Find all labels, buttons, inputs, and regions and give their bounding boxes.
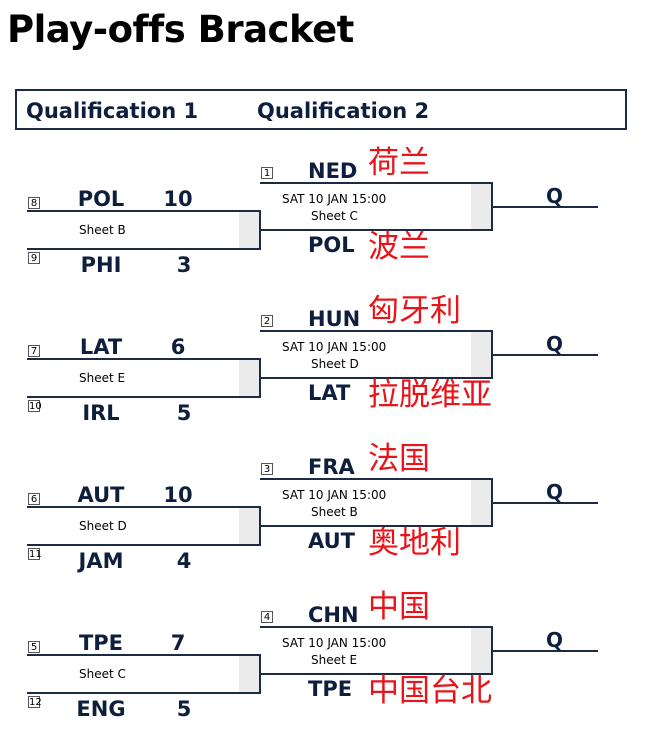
q1-top-line — [27, 210, 261, 212]
round-label-qualification-1: Qualification 1 — [26, 99, 199, 123]
team-name: NED — [308, 159, 358, 183]
sheet-label: Sheet E — [79, 371, 126, 385]
q2-connector — [491, 502, 598, 504]
q2-top-line — [260, 626, 493, 628]
team-name: TPE — [78, 631, 124, 655]
seed-badge: 1 — [261, 167, 273, 179]
q2-top-line — [260, 330, 493, 332]
qualified-label: Q — [546, 332, 564, 356]
team-name-chinese: 波兰 — [368, 229, 430, 265]
seed-badge: 12 — [28, 696, 42, 708]
round-label-qualification-2: Qualification 2 — [257, 99, 430, 123]
team-name: POL — [308, 233, 355, 257]
team-score: 10 — [163, 483, 193, 507]
q1-bottom-line — [27, 692, 261, 694]
sheet-label: Sheet C — [79, 667, 126, 681]
q1-top-line — [27, 654, 261, 656]
q1-connector — [259, 377, 283, 379]
q1-shade — [239, 656, 259, 692]
q2-shade — [471, 480, 491, 525]
qualified-label: Q — [546, 480, 564, 504]
sheet-label: Sheet E — [311, 653, 358, 667]
q2-connector — [491, 650, 598, 652]
page-title: Play-offs Bracket — [7, 8, 354, 51]
qualified-label: Q — [546, 628, 564, 652]
seed-badge: 3 — [261, 463, 273, 475]
team-score: 6 — [170, 335, 186, 359]
q1-bottom-line — [27, 248, 261, 250]
q1-bottom-line — [27, 396, 261, 398]
team-score: 7 — [170, 631, 186, 655]
seed-badge: 9 — [28, 252, 40, 264]
rounds-header: Qualification 1 Qualification 2 — [15, 89, 627, 130]
qualified-label: Q — [546, 184, 564, 208]
q2-top-line — [260, 478, 493, 480]
q2-bottom-line — [283, 673, 493, 675]
q2-connector — [491, 206, 598, 208]
q2-shade — [471, 184, 491, 229]
team-name: AUT — [308, 529, 355, 553]
team-name-chinese: 法国 — [368, 441, 430, 477]
team-name: TPE — [308, 677, 353, 701]
q1-shade — [239, 360, 259, 396]
team-score: 10 — [163, 187, 193, 211]
seed-badge: 4 — [261, 611, 273, 623]
q1-connector — [259, 229, 283, 231]
sheet-label: Sheet C — [311, 209, 358, 223]
team-name: PHI — [80, 253, 122, 277]
match-time: SAT 10 JAN 15:00 — [282, 340, 387, 354]
team-name: ENG — [76, 697, 126, 721]
q1-connector — [259, 525, 283, 527]
q2-shade — [471, 332, 491, 377]
team-name: LAT — [79, 335, 123, 359]
seed-badge: 5 — [28, 641, 40, 653]
q1-connector — [259, 673, 283, 675]
q2-connector — [491, 354, 598, 356]
q2-bottom-line — [283, 377, 493, 379]
q1-shade — [239, 508, 259, 544]
q1-top-line — [27, 506, 261, 508]
team-name: POL — [77, 187, 125, 211]
team-name-chinese: 拉脱维亚 — [368, 377, 492, 413]
match-time: SAT 10 JAN 15:00 — [282, 192, 387, 206]
match-time: SAT 10 JAN 15:00 — [282, 636, 387, 650]
team-name: IRL — [82, 401, 120, 425]
team-name-chinese: 奥地利 — [368, 525, 461, 561]
sheet-label: Sheet D — [311, 357, 359, 371]
team-name: CHN — [308, 603, 359, 627]
q2-bottom-line — [283, 229, 493, 231]
team-score: 5 — [176, 697, 192, 721]
team-name: HUN — [308, 307, 361, 331]
q2-shade — [471, 628, 491, 673]
team-name-chinese: 中国 — [368, 589, 430, 625]
team-name-chinese: 中国台北 — [368, 673, 492, 709]
q1-top-line — [27, 358, 261, 360]
team-name: FRA — [308, 455, 355, 479]
team-name: LAT — [308, 381, 351, 405]
q1-shade — [239, 212, 259, 248]
seed-badge: 8 — [28, 197, 40, 209]
team-score: 5 — [176, 401, 192, 425]
match-time: SAT 10 JAN 15:00 — [282, 488, 387, 502]
team-score: 3 — [176, 253, 192, 277]
seed-badge: 11 — [28, 548, 42, 560]
seed-badge: 2 — [261, 315, 273, 327]
sheet-label: Sheet D — [79, 519, 127, 533]
team-name: JAM — [78, 549, 124, 573]
sheet-label: Sheet B — [311, 505, 358, 519]
q1-bottom-line — [27, 544, 261, 546]
q2-bottom-line — [283, 525, 493, 527]
seed-badge: 7 — [28, 345, 40, 357]
team-score: 4 — [176, 549, 192, 573]
seed-badge: 6 — [28, 493, 40, 505]
q2-top-line — [260, 182, 493, 184]
seed-badge: 10 — [28, 400, 42, 412]
team-name-chinese: 匈牙利 — [368, 293, 461, 329]
sheet-label: Sheet B — [79, 223, 126, 237]
team-name-chinese: 荷兰 — [368, 145, 430, 181]
team-name: AUT — [77, 483, 125, 507]
